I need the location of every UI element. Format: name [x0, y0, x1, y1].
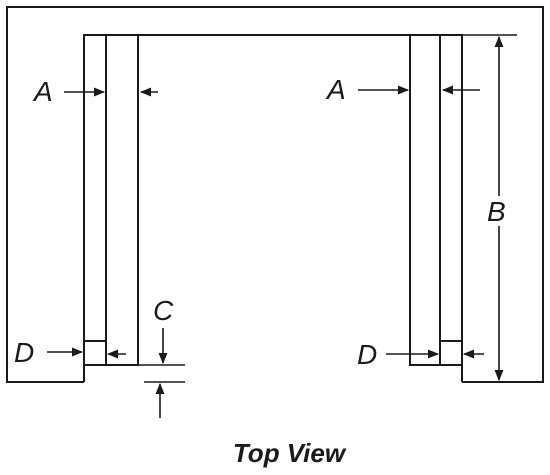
right-spacer-block [439, 340, 463, 366]
right-panel [409, 34, 441, 366]
dim-d-left-label: D [14, 337, 34, 368]
dim-d-right-label: D [357, 339, 377, 370]
left-spacer-block [83, 340, 107, 366]
dim-a-left-label: A [32, 76, 53, 107]
left-panel [105, 34, 139, 366]
cabinet-outline [6, 6, 544, 383]
diagram-caption: Top View [233, 438, 347, 468]
dim-c-label: C [153, 295, 174, 326]
dim-b-label: B [487, 196, 506, 227]
dim-a-right-label: A [325, 74, 346, 105]
cutout-outline [83, 34, 463, 382]
